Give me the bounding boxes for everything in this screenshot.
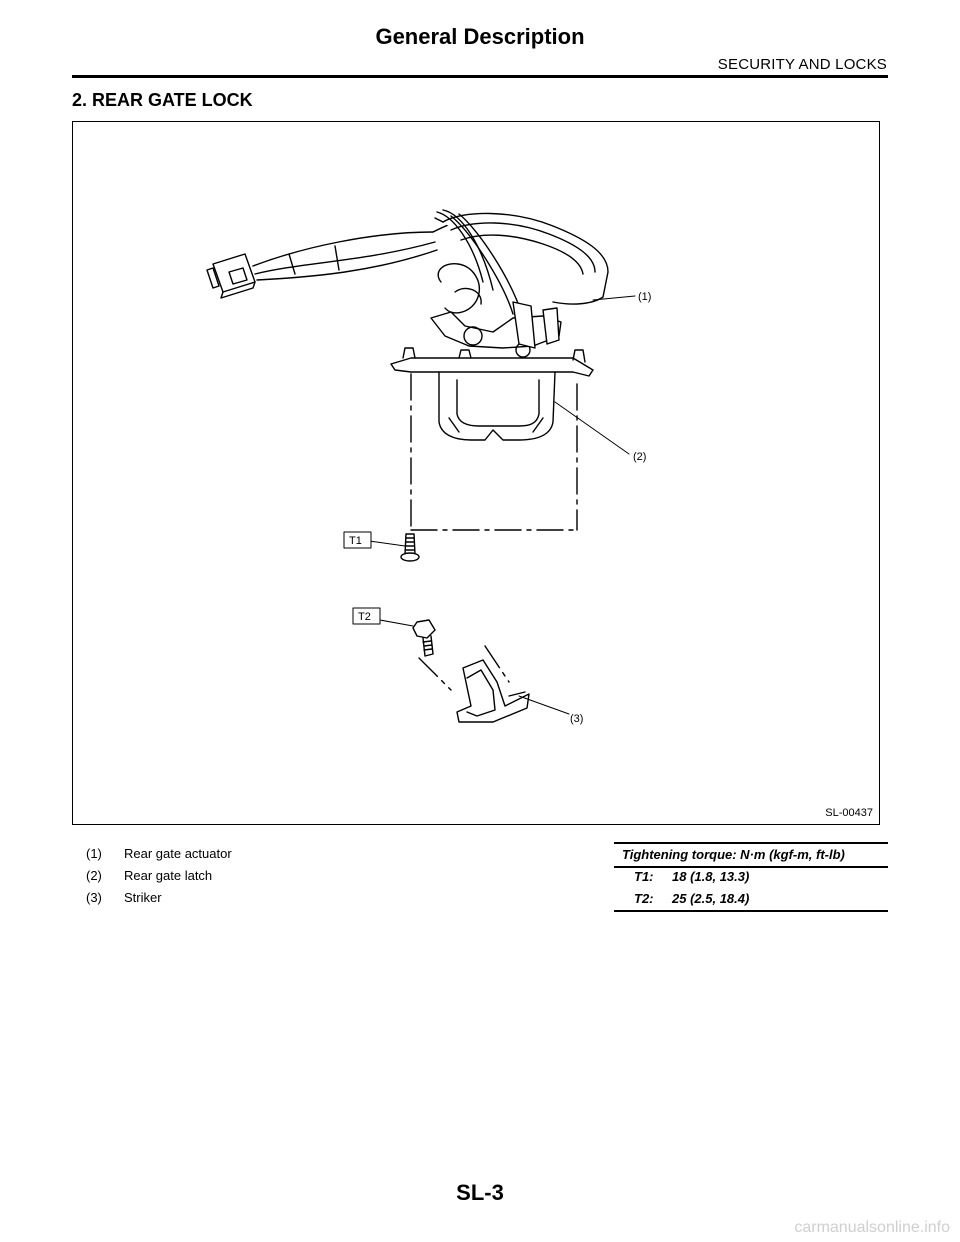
connector-plug-drawing — [206, 253, 256, 299]
torque-tag-t1: T1 — [349, 535, 362, 547]
t2-tag-box — [352, 607, 381, 625]
torque-tag-t2: T2 — [358, 611, 371, 623]
torque-row: T1: 18 (1.8, 13.3) — [634, 869, 749, 884]
t1-tag-box — [343, 531, 372, 549]
bolt-t2-drawing — [412, 619, 436, 657]
callout-2: (2) — [633, 451, 646, 463]
alignment-lines — [410, 373, 578, 691]
torque-tag: T2: — [634, 891, 654, 906]
torque-value: 25 (2.5, 18.4) — [672, 891, 750, 906]
torque-bottom-rule — [614, 910, 888, 912]
callout-3: (3) — [570, 713, 583, 725]
legend-number: (2) — [86, 868, 102, 883]
rear-gate-lock-illustration: (1) (2) (3) T1 T2 — [206, 209, 651, 725]
header-rule — [72, 75, 888, 78]
legend-number: (3) — [86, 890, 102, 905]
bolt-t1-drawing — [400, 533, 420, 562]
rear-gate-actuator-drawing — [434, 209, 609, 319]
callout-1: (1) — [638, 291, 651, 303]
torque-row: T2: 25 (2.5, 18.4) — [634, 891, 749, 906]
watermark: carmanualsonline.info — [794, 1219, 950, 1236]
exploded-view-figure: (1) (2) (3) T1 T2 SL-00437 — [72, 121, 880, 825]
section-name: SECURITY AND LOCKS — [717, 56, 887, 73]
torque-header-rule — [614, 866, 888, 868]
page-title: General Description — [375, 24, 585, 49]
torque-heading: Tightening torque: N·m (kgf-m, ft-lb) — [622, 847, 845, 862]
legend-label: Striker — [124, 890, 162, 905]
page-number: SL-3 — [456, 1180, 504, 1205]
legend-label: Rear gate actuator — [124, 846, 232, 861]
figure-id: SL-00437 — [825, 807, 873, 819]
legend-number: (1) — [86, 846, 102, 861]
subsection-title: 2. REAR GATE LOCK — [72, 90, 253, 110]
striker-drawing — [456, 659, 530, 723]
torque-value: 18 (1.8, 13.3) — [672, 869, 750, 884]
torque-tag: T1: — [634, 869, 654, 884]
torque-top-rule — [614, 842, 888, 844]
legend-label: Rear gate latch — [124, 868, 213, 883]
rear-gate-latch-drawing — [390, 263, 594, 441]
